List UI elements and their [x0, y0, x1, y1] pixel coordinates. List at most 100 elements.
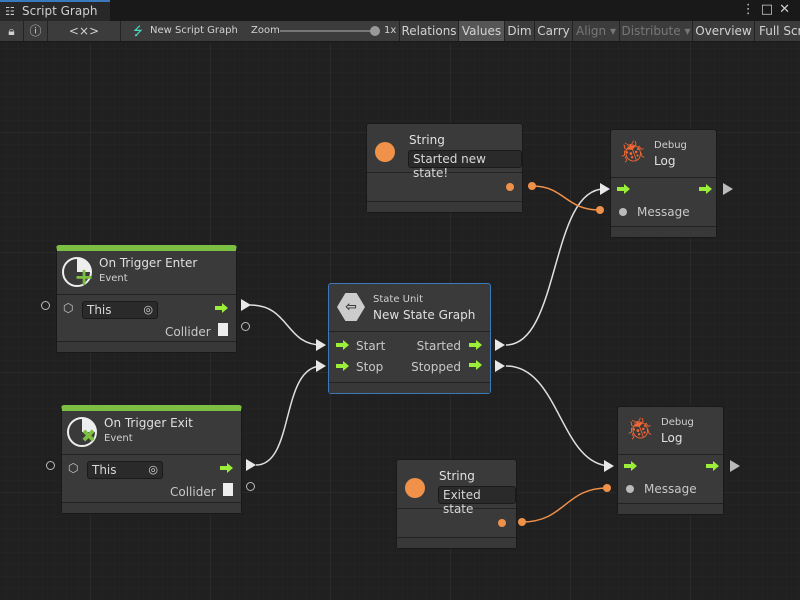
node-footer	[618, 503, 723, 514]
flow-input-port[interactable]	[624, 461, 638, 471]
start-input-port[interactable]	[336, 340, 350, 350]
x-icon: ✖	[81, 426, 97, 447]
node-title: On Trigger Exit	[104, 416, 193, 430]
collider-output-port[interactable]	[241, 322, 250, 331]
zoom-slider-handle[interactable]	[370, 26, 380, 36]
flow-connection	[249, 304, 323, 346]
message-input-port[interactable]	[626, 485, 634, 493]
more-icon[interactable]: ⋮	[741, 2, 761, 17]
string-node[interactable]: String Started new state!	[366, 123, 523, 213]
string-value-field[interactable]: Exited state	[438, 486, 516, 516]
on-trigger-enter-node[interactable]: + On Trigger Enter Event ⬡ This◎ Collide…	[56, 245, 237, 353]
flow-connection	[505, 365, 612, 467]
graph-name[interactable]: New Script Graph	[150, 25, 238, 36]
debug-log-node[interactable]: 🐞︎ Debug Log Message	[610, 129, 717, 238]
info-button[interactable]: ⓘ	[24, 21, 48, 41]
target-field[interactable]: This◎	[87, 461, 163, 479]
gameobject-icon: ⬡	[63, 301, 74, 315]
node-footer	[397, 537, 516, 548]
string-output-port[interactable]	[498, 519, 506, 527]
node-title: On Trigger Enter	[99, 256, 198, 270]
bug-icon: 🐞︎	[626, 417, 654, 442]
target-field[interactable]: This◎	[82, 301, 158, 319]
stop-input-handle[interactable]	[316, 360, 326, 372]
node-header	[618, 407, 723, 455]
flow-output-port[interactable]	[215, 303, 229, 313]
file-icon	[218, 323, 228, 336]
object-picker-icon[interactable]: ◎	[148, 463, 158, 476]
target-input-port[interactable]	[41, 301, 50, 310]
object-picker-icon[interactable]: ◎	[143, 303, 153, 316]
string-value-field[interactable]: Started new state!	[408, 150, 522, 180]
toolbar: 🔒︎ ⓘ <×> ⭍ New Script Graph Zoom 1x Rela…	[0, 21, 800, 42]
zoom-value: 1x	[384, 25, 397, 36]
value-connection	[531, 185, 601, 211]
plus-icon: +	[74, 263, 95, 291]
info-icon: ⓘ	[29, 24, 42, 38]
target-input-port[interactable]	[46, 461, 55, 470]
event-icon	[67, 417, 97, 447]
message-input-port[interactable]	[619, 208, 627, 216]
on-trigger-exit-node[interactable]: ✖ On Trigger Exit Event ⬡ This◎ Collider	[61, 405, 242, 514]
bug-icon: 🐞︎	[619, 140, 647, 165]
string-node[interactable]: String Exited state	[396, 459, 517, 549]
flow-output-port[interactable]	[699, 184, 713, 194]
message-label: Message	[637, 205, 690, 219]
carry-button[interactable]: Carry	[535, 21, 573, 41]
values-button[interactable]: Values	[459, 21, 505, 41]
log-input-handle[interactable]	[604, 460, 614, 472]
node-footer	[367, 201, 522, 212]
node-title: String	[439, 469, 475, 483]
flow-output-handle[interactable]	[241, 299, 251, 311]
window-controls: ⋮□✕	[742, 2, 796, 17]
node-footer	[57, 341, 236, 352]
log-input-handle[interactable]	[600, 183, 610, 195]
overview-button[interactable]: Overview	[693, 21, 755, 41]
flow-output-port[interactable]	[220, 463, 234, 473]
hierarchy-icon: ☷	[5, 5, 15, 18]
flow-output-port[interactable]	[706, 461, 720, 471]
event-icon	[62, 257, 92, 287]
variables-button[interactable]: <×>	[48, 21, 121, 41]
node-title: String	[409, 133, 445, 147]
dim-button[interactable]: Dim	[505, 21, 535, 41]
started-output-port[interactable]	[469, 340, 483, 350]
node-subtitle: Event	[99, 273, 128, 284]
flow-output-handle[interactable]	[723, 183, 733, 195]
flow-connection	[505, 188, 605, 346]
node-header	[367, 124, 522, 173]
debug-log-node[interactable]: 🐞︎ Debug Log Message	[617, 406, 724, 515]
node-title: Log	[661, 431, 683, 445]
zoom-slider[interactable]	[280, 30, 376, 32]
started-label: Started	[416, 339, 461, 353]
distribute-dropdown[interactable]: Distribute ▾	[620, 21, 693, 41]
node-subtitle: Event	[104, 433, 133, 444]
align-dropdown[interactable]: Align ▾	[573, 21, 620, 41]
started-output-handle[interactable]	[495, 339, 505, 351]
stopped-output-port[interactable]	[469, 360, 483, 370]
stop-input-port[interactable]	[336, 361, 350, 371]
lock-button[interactable]: 🔒︎	[0, 21, 24, 41]
tab-bar: ☷ Script Graph ⋮□✕	[0, 0, 800, 21]
full-screen-button[interactable]: Full Screen	[755, 21, 800, 41]
string-icon	[405, 478, 425, 498]
node-header	[57, 251, 236, 295]
flow-input-port[interactable]	[617, 184, 631, 194]
graph-icon: ⭍	[133, 24, 143, 38]
collider-output-port[interactable]	[246, 482, 255, 491]
flow-output-handle[interactable]	[246, 459, 256, 471]
state-unit-node[interactable]: ⇦ State Unit New State Graph Start Start…	[328, 283, 491, 394]
close-icon[interactable]: ✕	[779, 2, 796, 17]
maximize-icon[interactable]: □	[760, 2, 780, 17]
flow-output-handle[interactable]	[730, 460, 740, 472]
node-header	[611, 130, 716, 178]
start-input-handle[interactable]	[316, 339, 326, 351]
stopped-output-handle[interactable]	[495, 360, 505, 372]
node-subtitle: Debug	[654, 140, 687, 151]
tab-script-graph[interactable]: ☷ Script Graph	[0, 0, 110, 21]
relations-button[interactable]: Relations	[399, 21, 459, 41]
string-output-port[interactable]	[506, 183, 514, 191]
collider-label: Collider	[165, 325, 211, 339]
message-label: Message	[644, 482, 697, 496]
